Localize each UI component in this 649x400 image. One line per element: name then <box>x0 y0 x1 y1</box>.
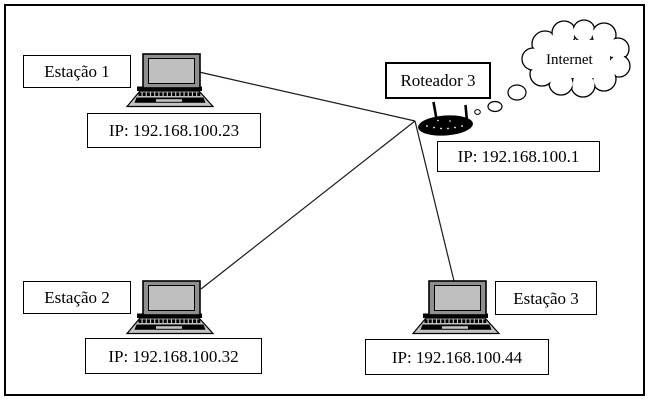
station2-ip-box: IP: 192.168.100.32 <box>85 338 262 374</box>
laptop-icon-station3 <box>411 279 501 336</box>
link-station3-router <box>414 120 455 282</box>
station2-label-box: Estação 2 <box>23 281 131 314</box>
diagram-border <box>4 4 645 396</box>
laptop-icon-station1 <box>125 52 215 109</box>
internet-cloud-label: Internet <box>546 52 593 68</box>
router-ip-box: IP: 192.168.100.1 <box>437 141 600 172</box>
station3-label-box: Estação 3 <box>495 281 597 315</box>
station1-label-box: Estação 1 <box>23 55 131 88</box>
router-led-dots <box>426 119 463 130</box>
station3-ip-box: IP: 192.168.100.44 <box>365 339 549 375</box>
router-label-box: Roteador 3 <box>385 62 491 99</box>
wireless-router-icon <box>418 101 473 136</box>
link-station2-router <box>200 120 416 290</box>
laptop-icon-station2 <box>125 279 215 336</box>
network-links <box>198 71 455 290</box>
station1-ip-box: IP: 192.168.100.23 <box>87 113 261 148</box>
link-station1-router <box>198 71 416 122</box>
thought-bubble-trail <box>474 84 527 115</box>
cloud-icon <box>521 19 631 98</box>
